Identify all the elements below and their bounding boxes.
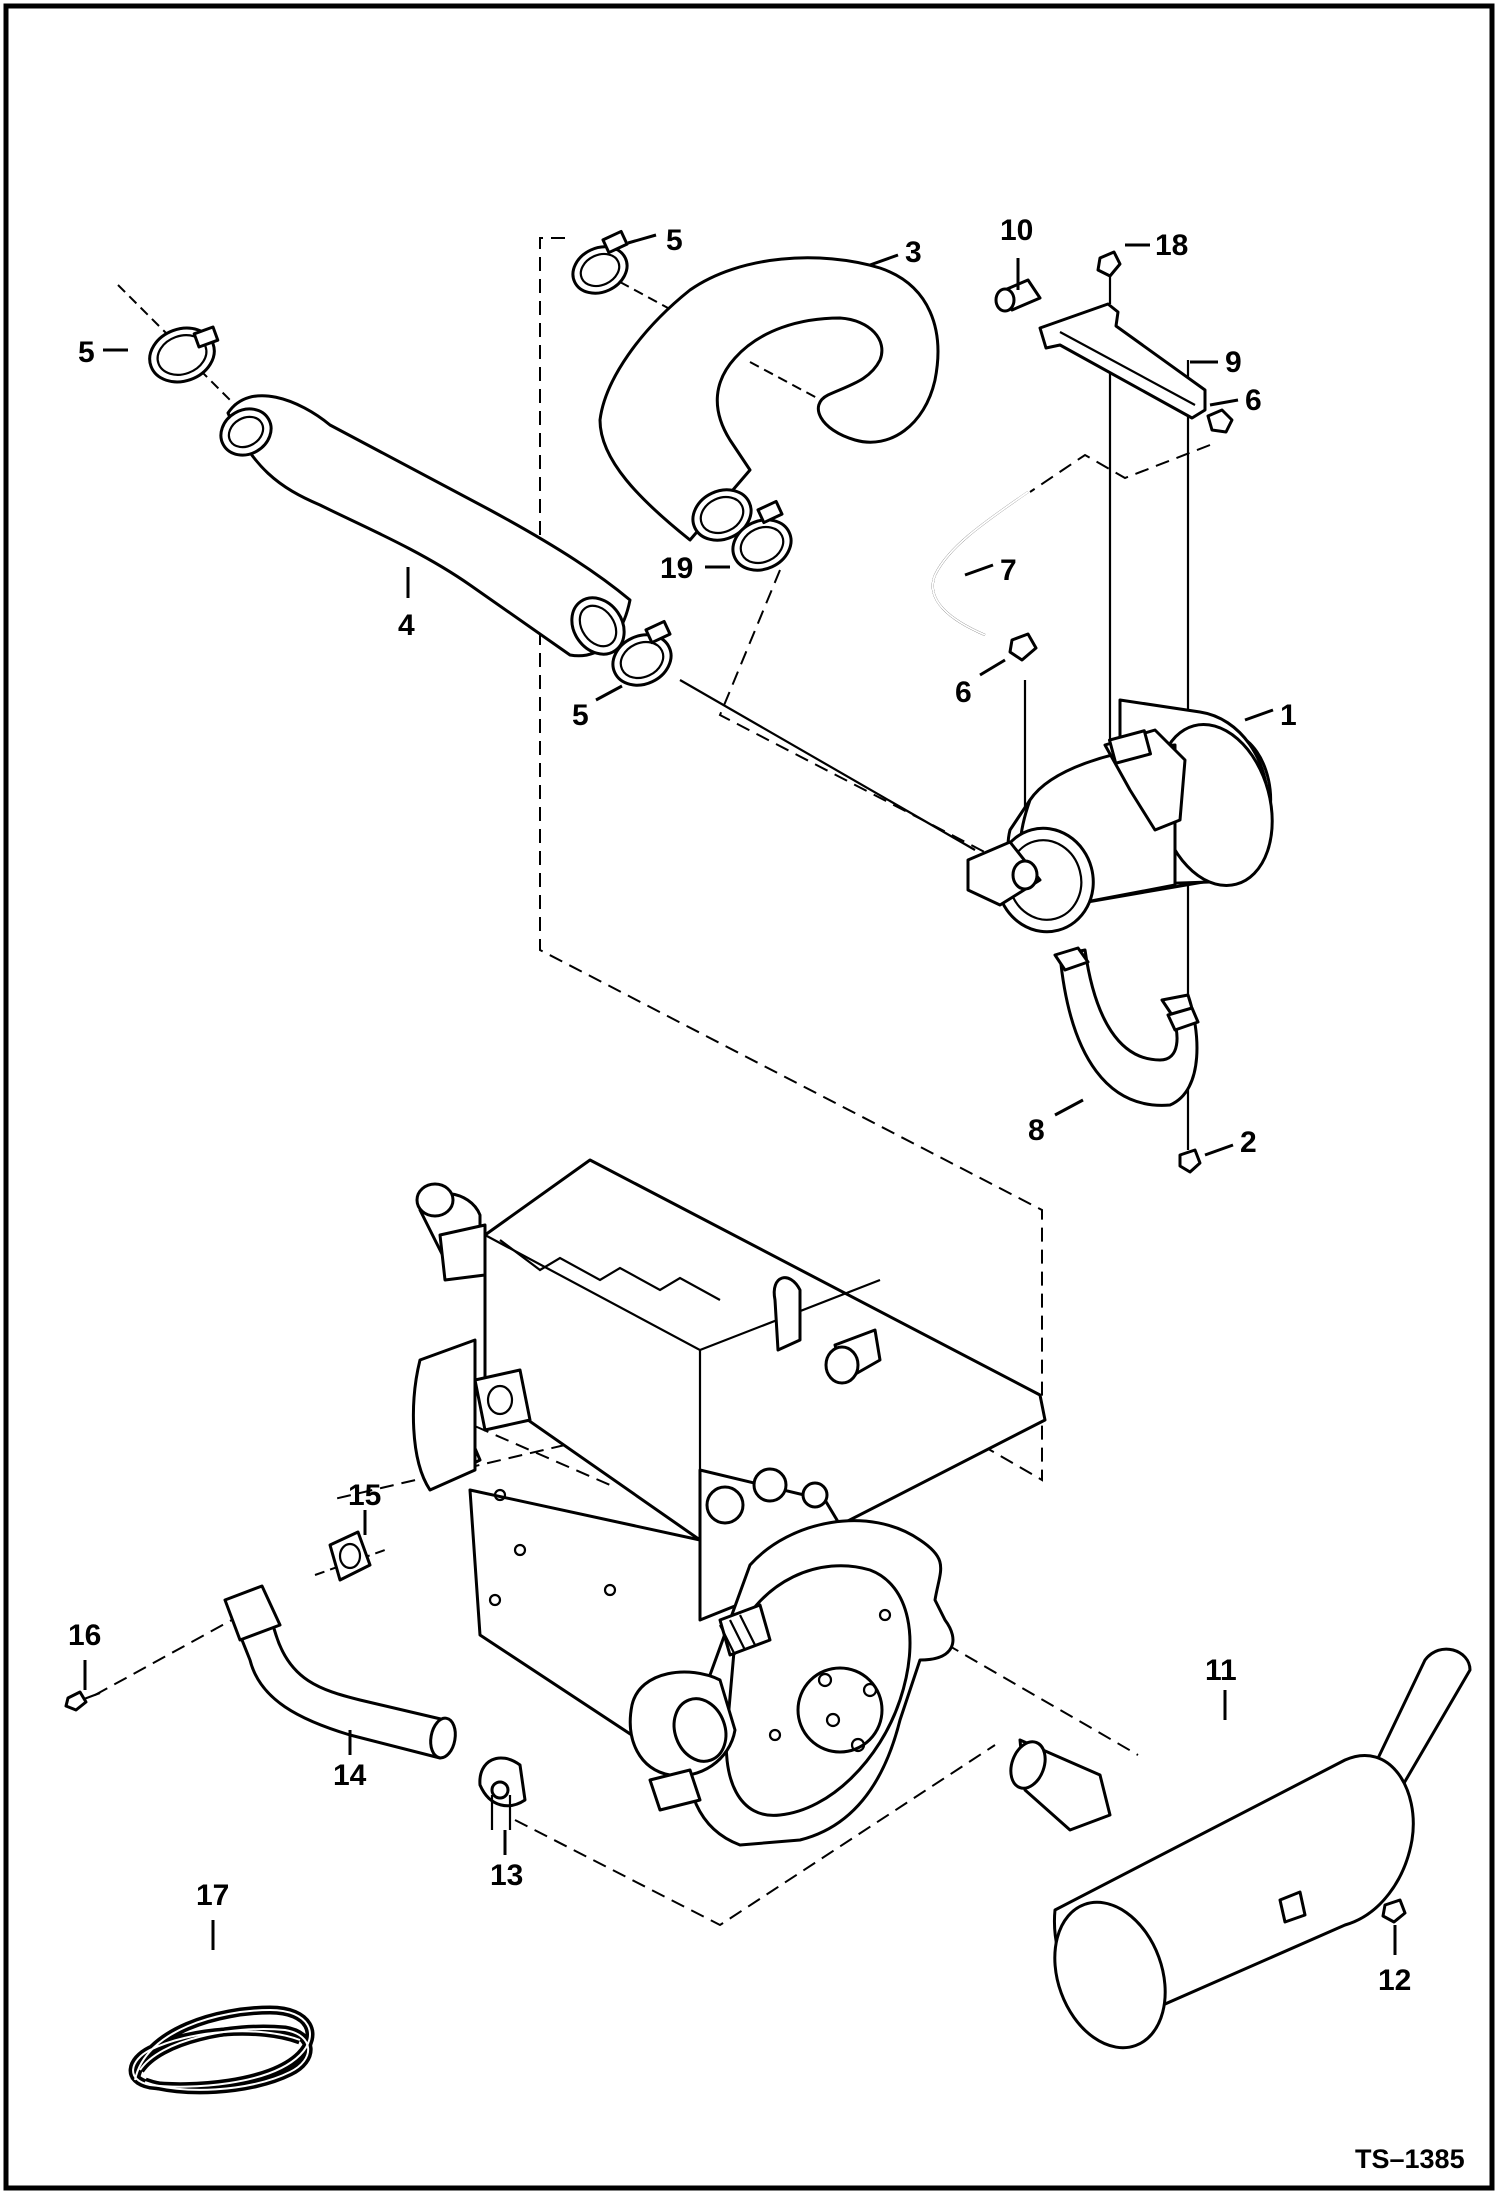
part-3-curved-hose [598,256,940,542]
callout-5-left: 5 [78,336,95,369]
part-11-muffler [1009,1647,1472,2050]
callout-10: 10 [1000,214,1033,247]
callout-5-top: 5 [666,224,683,257]
callout-6-lower: 6 [955,676,972,709]
part-4-intake-hose [219,394,632,658]
callout-13: 13 [490,1859,523,1892]
callout-4: 4 [398,609,415,642]
part-6-nut-lower [1008,632,1038,662]
callout-18: 18 [1155,229,1188,262]
engine [411,1158,1047,1847]
part-14-exhaust-pipe [223,1584,457,1760]
callout-2: 2 [1240,1126,1257,1159]
part-6-nut-upper [1206,408,1234,434]
part-5-clamp-top-left [148,325,220,384]
part-1-air-cleaner [966,698,1274,934]
callout-numbers: 1 2 3 4 5 5 5 6 6 7 8 9 10 11 12 13 14 1… [68,214,1411,1997]
part-13-clamp [478,1756,527,1830]
part-12-bolt [1381,1898,1407,1924]
callout-16: 16 [68,1619,101,1652]
callout-7: 7 [1000,554,1017,587]
leader-lines [83,233,1397,1955]
part-19-clamp [731,499,793,572]
callout-1: 1 [1280,699,1297,732]
callout-14: 14 [333,1759,367,1792]
part-2-bolt [1178,1148,1202,1174]
callout-9: 9 [1225,346,1242,379]
part-5-clamp-lower [611,619,673,687]
callout-15: 15 [348,1479,381,1512]
assembly-guide-lines [94,237,1386,1927]
drawing-code: TS–1385 [1355,2144,1465,2174]
callout-17: 17 [196,1879,229,1912]
part-16-bolt [64,1690,101,1712]
part-5-clamp-top [571,229,629,295]
callout-19: 19 [660,552,693,585]
part-15-gasket [328,1530,372,1582]
callout-12: 12 [1378,1964,1411,1997]
diagram-frame [3,3,1495,2191]
part-8-strap [1053,946,1200,1107]
callout-11: 11 [1205,1654,1237,1687]
part-17-hose-coil [128,2005,315,2095]
callout-3: 3 [905,236,922,269]
part-7-hose [931,491,1029,637]
part-9-bracket [1038,302,1207,420]
callout-6-upper: 6 [1245,384,1262,417]
part-18-bolt [1096,250,1122,304]
callout-8: 8 [1028,1114,1045,1147]
callout-5-lower: 5 [572,699,589,732]
